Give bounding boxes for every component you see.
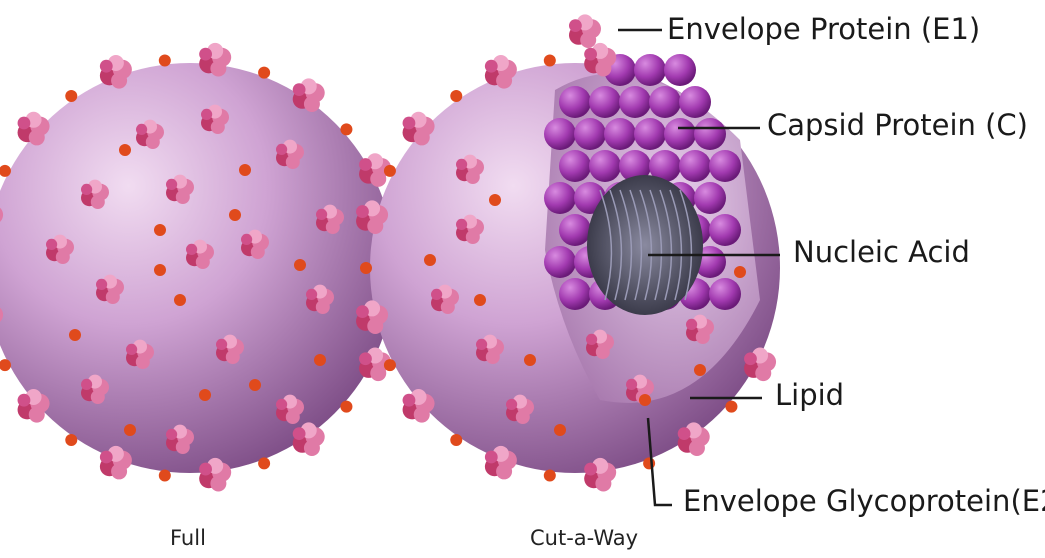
glycoprotein-dot (424, 254, 436, 266)
glycoprotein-dot (384, 165, 396, 177)
envelope-sphere (0, 63, 395, 473)
glycoprotein-dot (360, 262, 372, 274)
glycoprotein-dot (174, 294, 186, 306)
glycoprotein-dot (643, 457, 655, 469)
glycoprotein-dot (154, 264, 166, 276)
glycoprotein-dot (239, 164, 251, 176)
glycoprotein-dot (199, 389, 211, 401)
glycoprotein-dot (554, 424, 566, 436)
glycoprotein-dot (524, 354, 536, 366)
envelope-protein-spike (678, 422, 710, 456)
glycoprotein-dot (154, 224, 166, 236)
nucleic-acid-core (587, 175, 703, 315)
glycoprotein-dot (65, 434, 77, 446)
capsid-subunit (559, 86, 591, 118)
capsid-subunit (679, 86, 711, 118)
capsid-subunit (634, 118, 666, 150)
capsid-subunit (559, 150, 591, 182)
capsid-subunit (544, 118, 576, 150)
glycoprotein-dot (159, 55, 171, 67)
glycoprotein-dot (159, 469, 171, 481)
capsid-subunit (694, 182, 726, 214)
label-envelope-glycoprotein: Envelope Glycoprotein(E2) (683, 484, 1045, 518)
glycoprotein-dot (229, 209, 241, 221)
capsid-subunit (619, 86, 651, 118)
glycoprotein-dot (258, 457, 270, 469)
capsid-subunit (634, 54, 666, 86)
glycoprotein-dot (69, 329, 81, 341)
glycoprotein-dot (450, 434, 462, 446)
capsid-subunit (664, 54, 696, 86)
label-nucleic-acid: Nucleic Acid (793, 235, 970, 269)
envelope-protein-spike (293, 78, 325, 112)
capsid-subunit (559, 214, 591, 246)
caption-full: Full (170, 526, 206, 550)
envelope-protein-spike (569, 14, 601, 48)
caption-cutaway: Cut-a-Way (530, 526, 638, 550)
glycoprotein-dot (258, 67, 270, 79)
capsid-subunit (544, 182, 576, 214)
capsid-subunit (604, 118, 636, 150)
capsid-subunit (559, 278, 591, 310)
label-lipid: Lipid (775, 378, 844, 412)
glycoprotein-dot (450, 90, 462, 102)
glycoprotein-dot (725, 401, 737, 413)
label-envelope-protein: Envelope Protein (E1) (667, 12, 980, 46)
glycoprotein-dot (294, 259, 306, 271)
glycoprotein-dot (544, 55, 556, 67)
glycoprotein-dot (489, 194, 501, 206)
capsid-subunit (574, 118, 606, 150)
glycoprotein-dot (340, 401, 352, 413)
full-virus-illustration (0, 43, 415, 492)
capsid-subunit (544, 246, 576, 278)
label-capsid-protein: Capsid Protein (C) (767, 108, 1028, 142)
glycoprotein-dot (544, 469, 556, 481)
envelope-protein-spike (744, 348, 776, 382)
glycoprotein-dot (65, 90, 77, 102)
glycoprotein-dot (474, 294, 486, 306)
envelope-protein-spike (293, 422, 325, 456)
capsid-subunit (589, 150, 621, 182)
capsid-subunit (709, 278, 741, 310)
glycoprotein-dot (340, 123, 352, 135)
glycoprotein-dot (694, 364, 706, 376)
glycoprotein-dot (734, 266, 746, 278)
capsid-subunit (589, 86, 621, 118)
capsid-subunit (709, 150, 741, 182)
capsid-subunit (709, 214, 741, 246)
glycoprotein-dot (124, 424, 136, 436)
glycoprotein-dot (639, 394, 651, 406)
glycoprotein-dot (384, 359, 396, 371)
cutaway-virus-illustration (356, 14, 780, 491)
capsid-subunit (649, 86, 681, 118)
glycoprotein-dot (249, 379, 261, 391)
capsid-subunit (679, 150, 711, 182)
glycoprotein-dot (314, 354, 326, 366)
capsid-subunit (694, 118, 726, 150)
capsid-subunit (664, 118, 696, 150)
glycoprotein-dot (119, 144, 131, 156)
